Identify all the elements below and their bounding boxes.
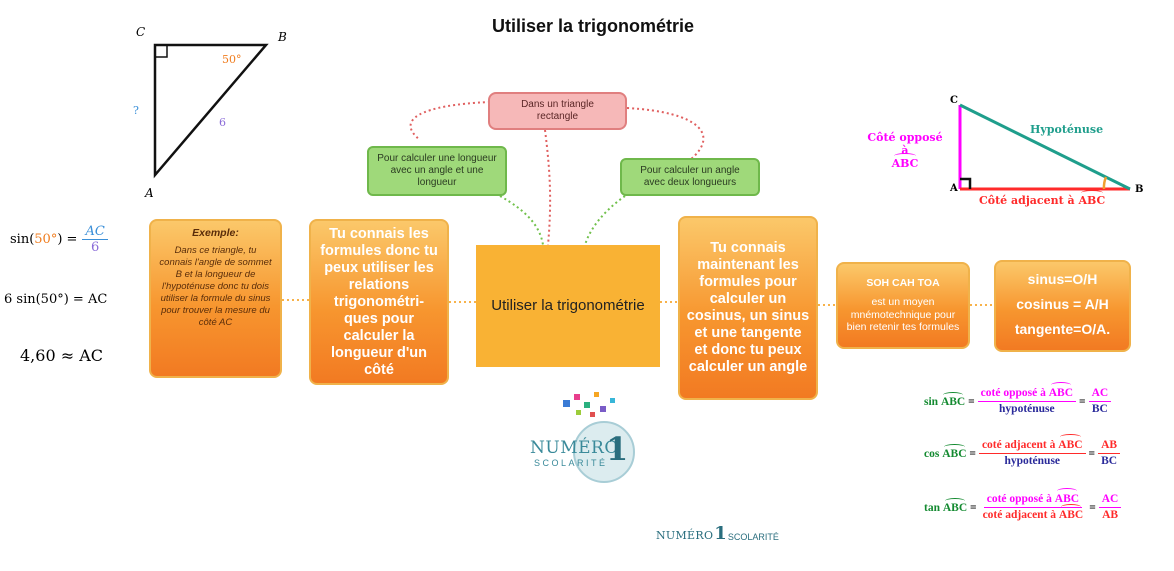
numero1-footer-logo: NUMÉRO 1 SCOLARITÉ <box>656 523 779 544</box>
right-formula-box: Tu connais maintenant les formules pour … <box>678 216 818 400</box>
cosinus-rule: cosinus = A/H <box>1016 296 1109 312</box>
cos-num-angle: ABC <box>1058 434 1083 451</box>
left-hyp-label: 6 <box>219 116 226 129</box>
tan-den-angle: ABC <box>1058 504 1084 521</box>
tangente-rule: tangente=O/A. <box>1014 321 1111 337</box>
formula-sin: sin ABC = coté opposé à ABC hypoténuse =… <box>924 382 1114 417</box>
cos-label: cos <box>924 447 940 460</box>
connector-green-right <box>584 195 626 246</box>
sin-label: sin <box>924 395 939 408</box>
connector-pink-left <box>409 101 491 141</box>
eq1-angle: 50° <box>34 232 58 247</box>
example-body: Dans ce triangle, tu connais l'angle de … <box>159 245 272 328</box>
tan-label: tan <box>924 501 940 514</box>
tan-num-prefix: coté opposé à <box>986 493 1052 505</box>
left-unknown-label: ? <box>133 104 139 117</box>
left-vertex-a: A <box>145 186 154 200</box>
cos-ratio-den: BC <box>1101 455 1118 467</box>
right-vertex-c: C <box>950 95 958 106</box>
sin-den: hypoténuse <box>999 403 1055 415</box>
right-angle-mark <box>155 45 168 58</box>
opposite-label: Côté opposé à ABC <box>864 131 946 170</box>
logo-emblem-icon <box>563 392 635 483</box>
equation-sin: sin(50°) = AC 6 <box>10 224 111 255</box>
right-angle-mark-2 <box>960 177 972 189</box>
equation-product: 6 sin(50°) = AC <box>4 292 108 307</box>
green-node-angle: Pour calculer un angle avec deux longueu… <box>620 158 760 196</box>
sin-num-prefix: coté opposé à <box>980 387 1046 399</box>
pink-node: Dans un triangle rectangle <box>488 92 627 130</box>
logo-one: 1 <box>606 430 629 468</box>
left-angle-label: 50° <box>222 53 242 66</box>
hypotenuse-label: Hypoténuse <box>1030 123 1104 136</box>
right-vertex-a: A <box>950 183 958 194</box>
left-formula-box: Tu connais les formules donc tu peux uti… <box>309 219 449 385</box>
tan-angle: ABC <box>942 497 968 514</box>
tan-den-prefix: coté adjacent à <box>982 509 1057 521</box>
left-vertex-c: C <box>136 25 146 39</box>
cos-den: hypoténuse <box>1004 455 1061 467</box>
connector-pink-right <box>626 107 705 161</box>
left-triangle-shape <box>153 43 269 179</box>
page-title: Utiliser la trigonométrie <box>491 16 695 36</box>
cos-angle: ABC <box>942 443 967 460</box>
soh-body: est un moyen mnémotechnique pour bien re… <box>846 296 960 334</box>
eq1-lhs: sin( <box>10 232 35 247</box>
right-vertex-b: B <box>1135 184 1144 195</box>
footer-one: 1 <box>714 523 727 544</box>
tan-ratio-num: AC <box>1098 492 1122 508</box>
logo-scolarite: SCOLARITÉ <box>534 458 608 468</box>
sin-ratio-den: BC <box>1091 403 1108 415</box>
side-hypotenuse <box>959 103 1131 191</box>
adjacent-label-prefix: Côté adjacent à <box>979 194 1075 207</box>
formula-tan: tan ABC = coté opposé à ABC coté adjacen… <box>924 488 1124 523</box>
adjacent-label-angle: ABC <box>1078 190 1106 207</box>
eq1-denominator: 6 <box>90 240 100 255</box>
formula-cos: cos ABC = coté adjacent à ABC hypoténuse… <box>924 434 1123 469</box>
soh-box: SOH CAH TOA est un moyen mnémotechnique … <box>836 262 970 349</box>
right-triangle-figure <box>958 103 1131 191</box>
opposite-label-angle: ABC <box>891 153 919 170</box>
opposite-label-line1: Côté opposé à <box>867 131 943 157</box>
footer-scolarite: SCOLARITÉ <box>727 532 779 542</box>
left-triangle-figure <box>153 43 269 179</box>
green-node-length: Pour calculer une longueur avec un angle… <box>367 146 507 196</box>
tan-num-angle: ABC <box>1054 488 1080 505</box>
sin-num-angle: ABC <box>1048 382 1073 399</box>
center-node: Utiliser la trigonométrie <box>476 245 660 367</box>
sohcahtoa-box: sinus=O/H cosinus = A/H tangente=O/A. <box>994 260 1131 352</box>
sin-ratio-num: AC <box>1088 386 1112 402</box>
logo-numero: NUMÉRO <box>530 438 619 458</box>
footer-numero: NUMÉRO <box>656 529 714 542</box>
eq1-numerator: AC <box>82 224 108 240</box>
sinus-rule: sinus=O/H <box>1027 271 1098 287</box>
numero1-logo: NUMÉRO 1 SCOLARITÉ <box>528 380 638 490</box>
adjacent-label: Côté adjacent à ABC <box>979 190 1106 207</box>
cos-ratio-num: AB <box>1098 438 1121 454</box>
equation-result: 4,60 ≈ AC <box>20 346 103 365</box>
sin-angle: ABC <box>940 391 966 408</box>
tan-ratio-den: AB <box>1102 509 1119 521</box>
example-title: Exemple: <box>192 227 239 239</box>
eq1-close: ) = <box>57 232 78 247</box>
connector-pink-center <box>544 129 552 246</box>
cos-num-prefix: coté adjacent à <box>981 439 1056 451</box>
connector-green-left <box>499 195 544 246</box>
left-vertex-b: B <box>278 30 287 44</box>
soh-title: SOH CAH TOA <box>866 277 940 290</box>
angle-arc <box>1102 176 1108 190</box>
example-box: Exemple: Dans ce triangle, tu connais l'… <box>149 219 282 378</box>
